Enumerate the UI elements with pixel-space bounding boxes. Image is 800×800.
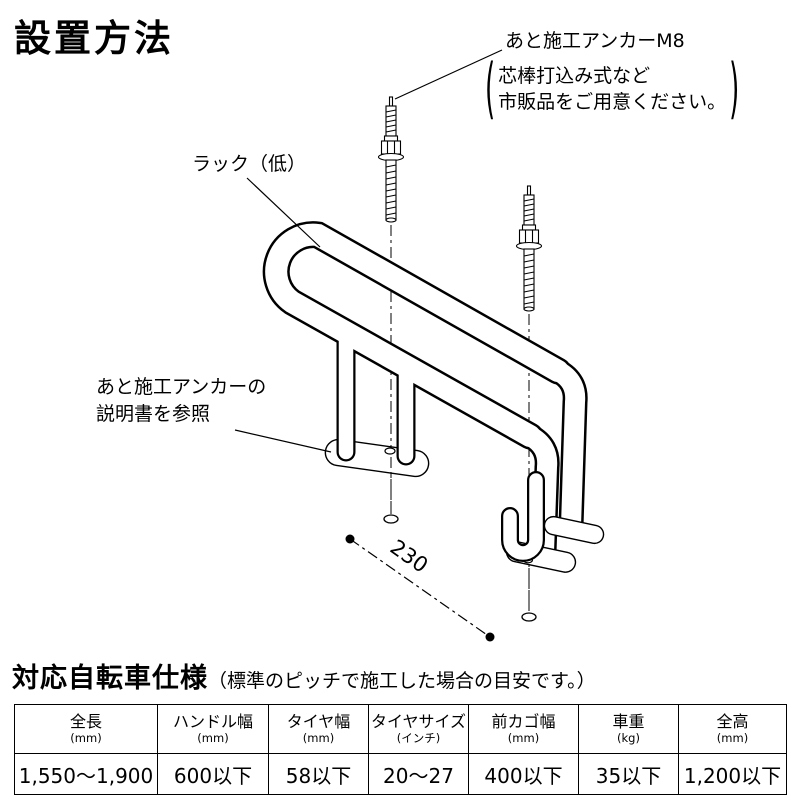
dimension-label: 230 — [386, 535, 433, 578]
spec-col-total-length: 全長 (mm) — [14, 704, 158, 754]
spec-col-tire-width: タイヤ幅 (mm) — [268, 704, 369, 754]
anchor-bolt-right — [515, 185, 543, 312]
ground-hole-left — [383, 514, 399, 524]
wheel-hook — [503, 473, 543, 560]
spec-value-total-height: 1,200以下 — [678, 753, 787, 795]
spec-value-weight: 35以下 — [578, 753, 679, 795]
leader-line-anchor — [394, 49, 503, 100]
spec-value-tire-width: 58以下 — [268, 753, 369, 795]
spec-table: 全長 (mm) ハンドル幅 (mm) タイヤ幅 (mm) タイヤサイズ (インチ… — [14, 704, 787, 795]
page-title: 設置方法 — [14, 17, 174, 60]
spec-value-handle-width: 600以下 — [157, 753, 269, 795]
spec-col-handle-width: ハンドル幅 (mm) — [157, 704, 269, 754]
spec-heading-note: （標準のピッチで施工した場合の目安です。） — [208, 670, 596, 692]
spec-col-basket-width: 前カゴ幅 (mm) — [468, 704, 579, 754]
open-paren: ( — [485, 51, 496, 128]
anchor-label: あと施工アンカーM8 — [505, 30, 685, 52]
spec-heading-title: 対応自転車仕様 — [12, 663, 208, 694]
spec-col-tire-size: タイヤサイズ (インチ) — [368, 704, 469, 754]
leader-line-rack — [246, 177, 321, 248]
reference-note: あと施工アンカーの 説明書を参照 — [96, 374, 266, 427]
dimension-dot-left — [345, 534, 355, 544]
dimension: 230 — [345, 534, 495, 642]
spec-table-header-row: 全長 (mm) ハンドル幅 (mm) タイヤ幅 (mm) タイヤサイズ (インチ… — [14, 704, 787, 754]
anchor-bolt-left — [377, 96, 405, 223]
spec-value-basket-width: 400以下 — [468, 753, 579, 795]
anchor-note-line1: 芯棒打込み式など — [498, 65, 651, 87]
anchor-note: ( 芯棒打込み式など 市販品をご用意ください。 ) — [482, 51, 742, 128]
dimension-dot-right — [485, 632, 495, 642]
anchor-note-line2: 市販品をご用意ください。 — [498, 90, 727, 113]
close-paren: ) — [729, 51, 740, 128]
spec-col-total-height: 全高 (mm) — [678, 704, 787, 754]
spec-col-weight: 車重 (kg) — [578, 704, 679, 754]
spec-value-tire-size: 20〜27 — [368, 753, 469, 795]
reference-note-line2: 説明書を参照 — [96, 402, 211, 425]
rack-tubes — [265, 223, 586, 562]
ground-hole-right — [521, 612, 537, 622]
leader-line-reference — [234, 429, 332, 453]
spec-heading: 対応自転車仕様 （標準のピッチで施工した場合の目安です。） — [12, 656, 596, 695]
installation-diagram: 230 — [234, 49, 605, 642]
spec-table-value-row: 1,550〜1,900 600以下 58以下 20〜27 400以下 35以下 … — [14, 753, 787, 795]
rack-label: ラック（低） — [192, 153, 307, 175]
dimension-line — [349, 538, 491, 638]
base-plate-hole — [384, 447, 396, 455]
reference-note-line1: あと施工アンカーの — [96, 376, 267, 398]
spec-value-total-length: 1,550〜1,900 — [14, 753, 158, 795]
